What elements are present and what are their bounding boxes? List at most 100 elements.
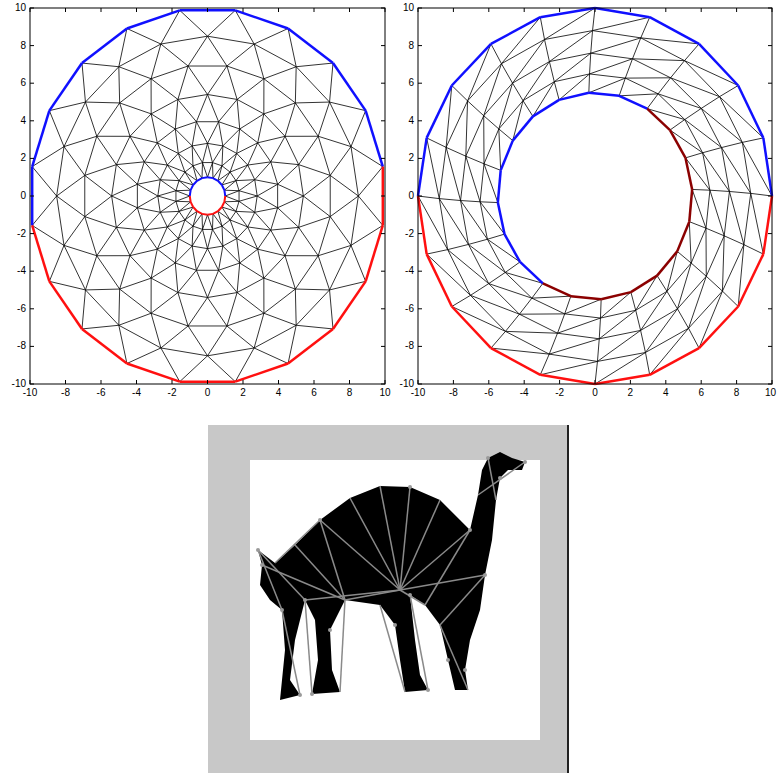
tick-mark — [381, 233, 385, 234]
tick-mark — [488, 8, 489, 12]
boundary-edge — [382, 167, 385, 226]
mesh-edge — [468, 244, 505, 272]
boundary-edge — [223, 196, 226, 202]
triangulation-edge — [262, 565, 345, 600]
triangulation-edge — [380, 605, 405, 692]
mesh-edge — [167, 220, 185, 227]
mesh-edge — [523, 82, 554, 101]
mesh-edge — [222, 153, 237, 165]
mesh-edge — [236, 211, 255, 213]
mesh-edge — [151, 66, 188, 79]
mesh-edge — [178, 226, 193, 238]
mesh-edge — [239, 201, 255, 212]
mesh-edge — [224, 201, 239, 203]
mesh-edge — [271, 227, 299, 230]
mesh-edge — [468, 64, 502, 101]
tick-mark — [381, 45, 385, 46]
mesh-edge — [120, 79, 151, 103]
tick-mark — [595, 380, 596, 384]
mesh-edge — [237, 79, 264, 100]
mesh-edge — [120, 256, 130, 289]
mesh-edge — [119, 67, 151, 79]
mesh-edge — [237, 239, 258, 250]
boundary-edge — [540, 375, 595, 384]
mesh-edge — [175, 191, 176, 202]
mesh-edge — [466, 156, 484, 164]
boundary-edge — [491, 17, 540, 44]
triangulation-edge — [478, 462, 525, 495]
mesh-edge — [144, 227, 167, 230]
mesh-edge — [720, 97, 764, 138]
tick-mark — [136, 380, 137, 384]
boundary-edge — [427, 85, 452, 137]
mesh-edge — [112, 165, 117, 196]
mesh-edge — [318, 136, 351, 146]
mesh-edge — [157, 227, 167, 249]
mesh-edge — [208, 10, 236, 36]
mesh-edge — [176, 190, 191, 192]
mesh-edge — [513, 83, 524, 101]
mesh-edge — [116, 136, 130, 164]
mesh-edge — [130, 136, 157, 142]
mesh-edge — [227, 313, 264, 326]
tick-label: 2 — [240, 387, 246, 399]
mesh-edge — [480, 202, 504, 234]
mesh-vertex — [318, 518, 322, 522]
mesh-edge — [264, 114, 285, 136]
frame-edge — [567, 425, 569, 773]
boundary-edge — [738, 254, 763, 306]
mesh-edge — [271, 162, 299, 165]
tick-mark — [278, 380, 279, 384]
boundary-edge — [218, 207, 222, 211]
mesh-edge — [179, 181, 191, 191]
mesh-edge — [223, 146, 237, 153]
mesh-vertex — [298, 693, 302, 697]
mesh-edge — [188, 66, 207, 94]
tick-mark — [172, 380, 173, 384]
mesh-edge — [330, 63, 333, 102]
triangulation-edge — [320, 520, 345, 600]
mesh-edge — [160, 211, 179, 213]
mesh-edge — [452, 295, 471, 306]
boundary-edge — [505, 234, 521, 262]
mesh-edge — [671, 78, 720, 97]
mesh-vertex — [256, 548, 260, 552]
boundary-edge — [427, 254, 452, 306]
tick-mark — [768, 308, 772, 309]
tick-mark — [278, 8, 279, 12]
mesh-edge — [219, 99, 238, 121]
boundary-edge — [498, 203, 505, 235]
mesh-edge — [160, 201, 176, 212]
mesh-edge — [193, 214, 202, 226]
tick-label: 4 — [276, 387, 282, 399]
mesh-edge — [452, 85, 468, 100]
tick-mark — [136, 8, 137, 12]
mesh-edge — [157, 239, 178, 250]
mesh-edge — [701, 108, 721, 147]
mesh-edge — [554, 82, 559, 100]
mesh-edge — [236, 211, 248, 227]
tick-mark — [207, 8, 208, 12]
mesh-edge — [519, 313, 564, 314]
mesh-edge — [151, 79, 152, 114]
boundary-edge — [213, 211, 218, 214]
tick-label: -2 — [405, 228, 414, 240]
mesh-edge — [151, 278, 178, 292]
mesh-edge — [178, 99, 197, 121]
mesh-edge — [248, 212, 255, 227]
mesh-edge — [264, 278, 296, 289]
mesh-edge — [589, 78, 625, 93]
mesh-edge — [722, 291, 738, 306]
mesh-edge — [237, 293, 264, 314]
mesh-edge — [532, 298, 565, 314]
mesh-edge — [49, 111, 64, 147]
tick-mark — [30, 158, 34, 159]
mesh-edge — [178, 270, 197, 292]
boundary-edge — [127, 364, 180, 382]
mesh-edge — [208, 293, 238, 298]
mesh-edge — [641, 38, 685, 61]
mesh-edge — [175, 263, 178, 293]
mesh-edge — [212, 229, 222, 246]
mesh-edge — [160, 165, 167, 180]
mesh-edge — [744, 245, 763, 254]
